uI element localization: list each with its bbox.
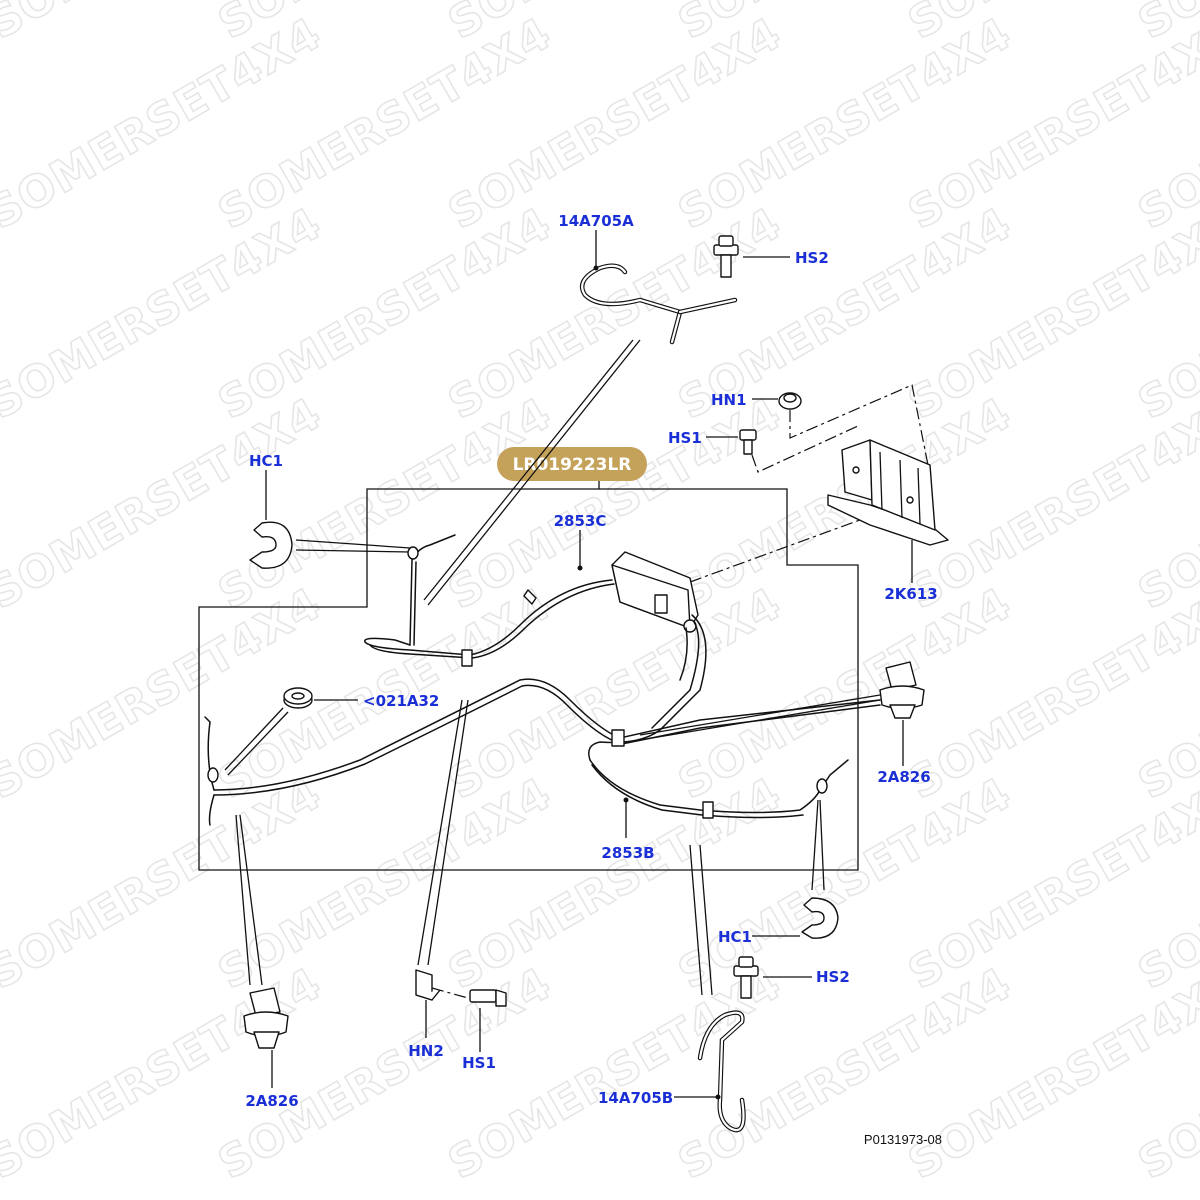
label-14a705b[interactable]: 14A705B	[598, 1089, 673, 1107]
clip-hc1-bottom[interactable]	[801, 897, 839, 939]
cable-long-left[interactable]	[204, 678, 881, 826]
clip-2a826-left[interactable]	[243, 987, 289, 1049]
label-hc1-top[interactable]: HC1	[249, 452, 283, 470]
clip-hc1-top[interactable]	[249, 521, 293, 569]
label-hs2-top[interactable]: HS2	[795, 249, 829, 267]
clip-2a826-right[interactable]	[879, 661, 925, 719]
label-2a826-right[interactable]: 2A826	[877, 768, 930, 786]
label-hs1-top[interactable]: HS1	[668, 429, 702, 447]
bracket-2k613[interactable]	[827, 439, 949, 546]
label-2853c[interactable]: 2853C	[554, 512, 607, 530]
label-021a32[interactable]: <021A32	[363, 692, 439, 710]
label-hs1-bottom[interactable]: HS1	[462, 1054, 496, 1072]
bolt-hs1-top[interactable]	[739, 429, 757, 455]
bolt-hs2-bottom[interactable]	[733, 956, 759, 999]
label-2k613[interactable]: 2K613	[884, 585, 937, 603]
label-2a826-left[interactable]: 2A826	[245, 1092, 298, 1110]
label-2853b[interactable]: 2853B	[601, 844, 654, 862]
assembly-boundary	[198, 488, 859, 871]
nut-hn2[interactable]	[415, 969, 441, 1001]
bolt-hs1-bottom[interactable]	[469, 989, 507, 1007]
hose-upper-14a705a[interactable]	[579, 263, 738, 345]
drawing-reference: P0131973-08	[864, 1132, 942, 1147]
badge-text: LR019223LR	[513, 455, 632, 475]
label-hn1[interactable]: HN1	[711, 391, 747, 409]
label-hc1-bottom[interactable]: HC1	[718, 928, 752, 946]
grommet-021a32[interactable]	[283, 687, 313, 709]
cable-2853c[interactable]	[364, 534, 615, 667]
part-number-badge[interactable]: LR019223LR	[497, 447, 647, 481]
label-hn2[interactable]: HN2	[408, 1042, 444, 1060]
nut-hn1[interactable]	[778, 392, 802, 410]
bolt-hs2-top[interactable]	[713, 235, 739, 278]
label-14a705a[interactable]: 14A705A	[558, 212, 634, 230]
hose-lower-14a705b[interactable]	[697, 1010, 746, 1133]
leader-14a705a-to-cable	[427, 339, 641, 606]
cable-2853b[interactable]	[589, 759, 849, 819]
cable-module-rear[interactable]	[588, 614, 707, 761]
park-brake-module[interactable]	[611, 551, 699, 633]
label-hs2-bottom[interactable]: HS2	[816, 968, 850, 986]
